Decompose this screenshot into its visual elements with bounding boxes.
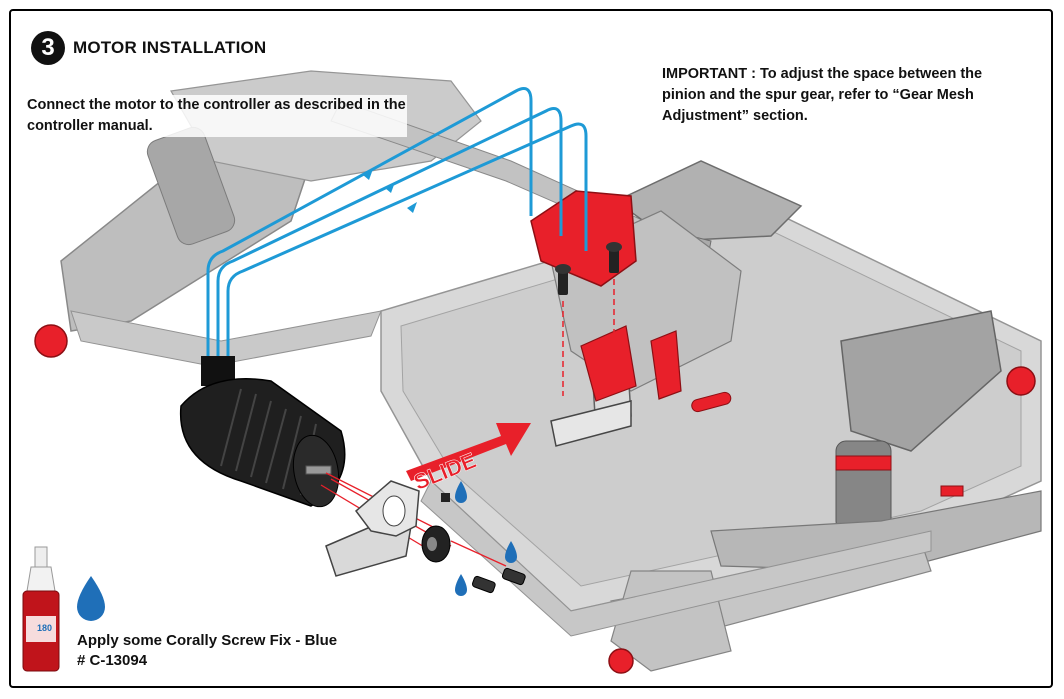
- wire-arrow: [363, 169, 373, 180]
- drop-icon: [455, 574, 467, 596]
- brushless-motor: [179, 356, 346, 508]
- important-note: IMPORTANT : To adjust the space between …: [662, 66, 983, 124]
- wire-3: [226, 122, 588, 359]
- front-tower: [840, 310, 1002, 452]
- pinion-gear: [421, 493, 451, 563]
- motor-wires: [206, 87, 588, 359]
- motor-shaft: [305, 465, 332, 475]
- threadlock-drops: [77, 481, 517, 621]
- red-steering-link: [940, 485, 964, 497]
- red-shock-cap: [835, 455, 892, 471]
- screw-fix-label: Apply some Corally Screw Fix - Blue # C-…: [77, 631, 337, 671]
- wire-arrow: [407, 202, 417, 213]
- red-link: [691, 391, 732, 413]
- red-front-hub: [608, 648, 634, 674]
- instruction-panel: 3 MOTOR INSTALLATION Connect the motor t…: [9, 9, 1053, 688]
- screw-fix-instruction: Apply some Corally Screw Fix - Blue: [77, 632, 338, 649]
- drop-icon: [77, 576, 105, 621]
- slide-label: SLIDE: [410, 447, 480, 491]
- bottle-label: 180: [37, 623, 53, 633]
- step-title: MOTOR INSTALLATION: [73, 38, 267, 57]
- wiring-note: Connect the motor to the controller as d…: [27, 95, 407, 137]
- step-number-badge: 3: [31, 31, 65, 65]
- mount-slider: [550, 400, 632, 447]
- screw: [609, 247, 619, 273]
- motor-installation-diagram: [22, 70, 1042, 674]
- screw-fix-bottle: [22, 546, 60, 672]
- side-rail: [420, 480, 932, 637]
- drop-icon: [505, 541, 517, 563]
- red-front-hub-right: [1006, 366, 1036, 396]
- red-esc-piece: [650, 330, 682, 400]
- screw-fix-part-number: # C-13094: [77, 652, 148, 669]
- red-rear-hub: [34, 324, 68, 358]
- red-spur-cover: [580, 325, 637, 402]
- mounting-screws: [471, 567, 526, 594]
- drop-icon: [455, 481, 467, 503]
- front-arm: [710, 490, 1042, 572]
- svg-text:SLIDE: SLIDE: [410, 447, 479, 491]
- rear-arm: [70, 310, 382, 367]
- slide-arrow: [406, 423, 531, 481]
- front-shock: [835, 440, 892, 532]
- motor-plate: [325, 480, 420, 577]
- wire-1: [206, 87, 533, 359]
- wire-arrow: [385, 182, 395, 193]
- mount-screws: [555, 242, 622, 396]
- screw: [558, 269, 568, 295]
